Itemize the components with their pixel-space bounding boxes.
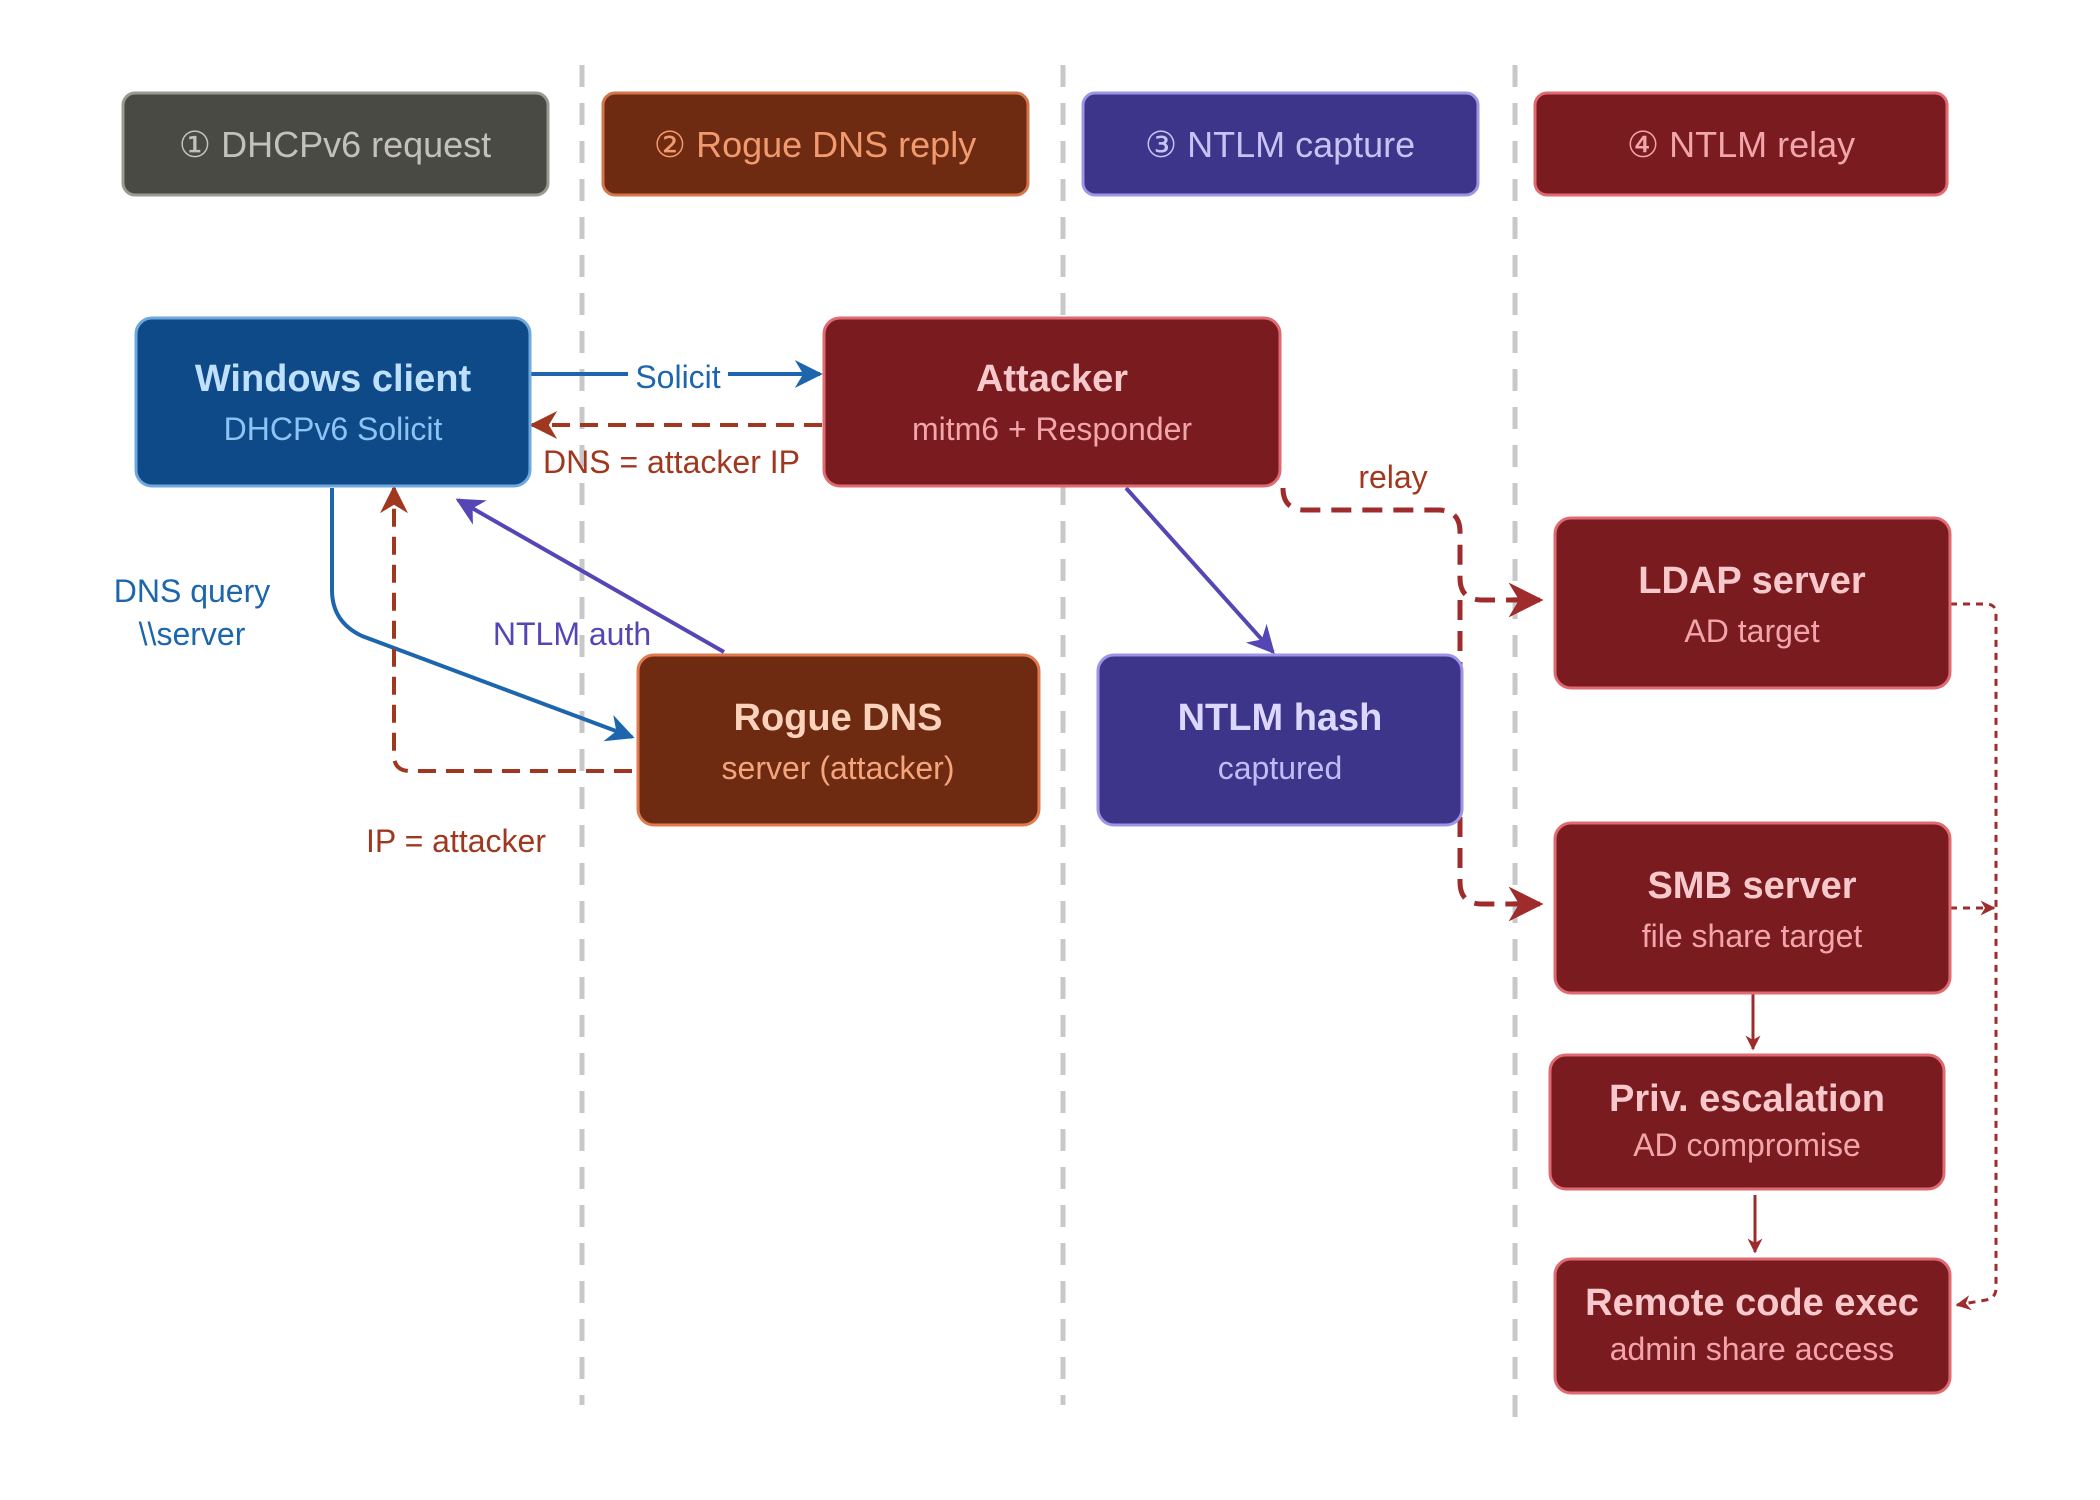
phase-header-2: ② Rogue DNS reply	[601, 91, 1030, 197]
ntlm-hash-title: NTLM hash	[1178, 697, 1383, 739]
edge-relay-ldap	[1280, 487, 1544, 618]
label-ip-reply: IP = attacker	[366, 823, 546, 859]
priv-escalation-subtitle: AD compromise	[1633, 1127, 1861, 1163]
ldap-server-title: LDAP server	[1638, 560, 1866, 602]
edge-capture	[1124, 486, 1275, 655]
label-relay: relay	[1358, 459, 1427, 495]
phase-header-4-label: ④ NTLM relay	[1627, 124, 1855, 165]
smb-server-title: SMB server	[1647, 865, 1856, 907]
label-dns-reply: DNS = attacker IP	[543, 444, 800, 480]
smb-server-subtitle: file share target	[1642, 918, 1863, 954]
node-ntlm-hash: NTLM hash captured	[1096, 653, 1464, 827]
node-priv-escalation: Priv. escalation AD compromise	[1548, 1053, 1946, 1191]
phase-header-2-label: ② Rogue DNS reply	[654, 124, 976, 165]
label-dns-query-1: DNS query	[114, 573, 271, 609]
edge-labels: Solicit DNS = attacker IP DNS query \\se…	[114, 355, 1428, 859]
remote-code-exec-subtitle: admin share access	[1610, 1331, 1895, 1367]
edge-ip-reply	[380, 485, 632, 773]
node-attacker: Attacker mitm6 + Responder	[822, 316, 1282, 488]
phase-header-3-label: ③ NTLM capture	[1145, 124, 1415, 165]
phase-header-1-label: ① DHCPv6 request	[179, 124, 491, 165]
rogue-dns-subtitle: server (attacker)	[722, 750, 955, 786]
label-solicit: Solicit	[635, 359, 720, 395]
ldap-server-subtitle: AD target	[1684, 613, 1819, 649]
windows-client-subtitle: DHCPv6 Solicit	[224, 411, 443, 447]
remote-code-exec-title: Remote code exec	[1585, 1282, 1919, 1324]
nodes: Windows client DHCPv6 Solicit Attacker m…	[134, 316, 1952, 1395]
rogue-dns-title: Rogue DNS	[734, 697, 943, 739]
edge-dns-query	[330, 488, 635, 742]
phase-header-4: ④ NTLM relay	[1533, 91, 1949, 197]
phase-header-1: ① DHCPv6 request	[121, 91, 550, 197]
column-dividers	[579, 65, 1518, 1430]
node-windows-client: Windows client DHCPv6 Solicit	[134, 316, 532, 488]
phase-headers: ① DHCPv6 request ② Rogue DNS reply ③ NTL…	[121, 91, 1949, 197]
attacker-subtitle: mitm6 + Responder	[912, 411, 1192, 447]
label-dns-query-2: \\server	[139, 616, 246, 652]
node-smb-server: SMB server file share target	[1553, 821, 1952, 995]
ntlm-hash-subtitle: captured	[1218, 750, 1343, 786]
edge-relay-smb	[1457, 600, 1544, 922]
edge-ldap-rce	[1950, 602, 1998, 1311]
attacker-title: Attacker	[976, 358, 1128, 400]
node-remote-code-exec: Remote code exec admin share access	[1553, 1257, 1952, 1395]
phase-header-3: ③ NTLM capture	[1081, 91, 1480, 197]
edge-ntlm-auth	[455, 498, 725, 654]
label-ntlm-auth: NTLM auth	[493, 616, 651, 652]
edges	[330, 360, 1998, 1311]
priv-escalation-title: Priv. escalation	[1609, 1078, 1885, 1120]
node-ldap-server: LDAP server AD target	[1553, 516, 1952, 690]
windows-client-title: Windows client	[195, 358, 472, 400]
node-rogue-dns: Rogue DNS server (attacker)	[636, 653, 1041, 827]
